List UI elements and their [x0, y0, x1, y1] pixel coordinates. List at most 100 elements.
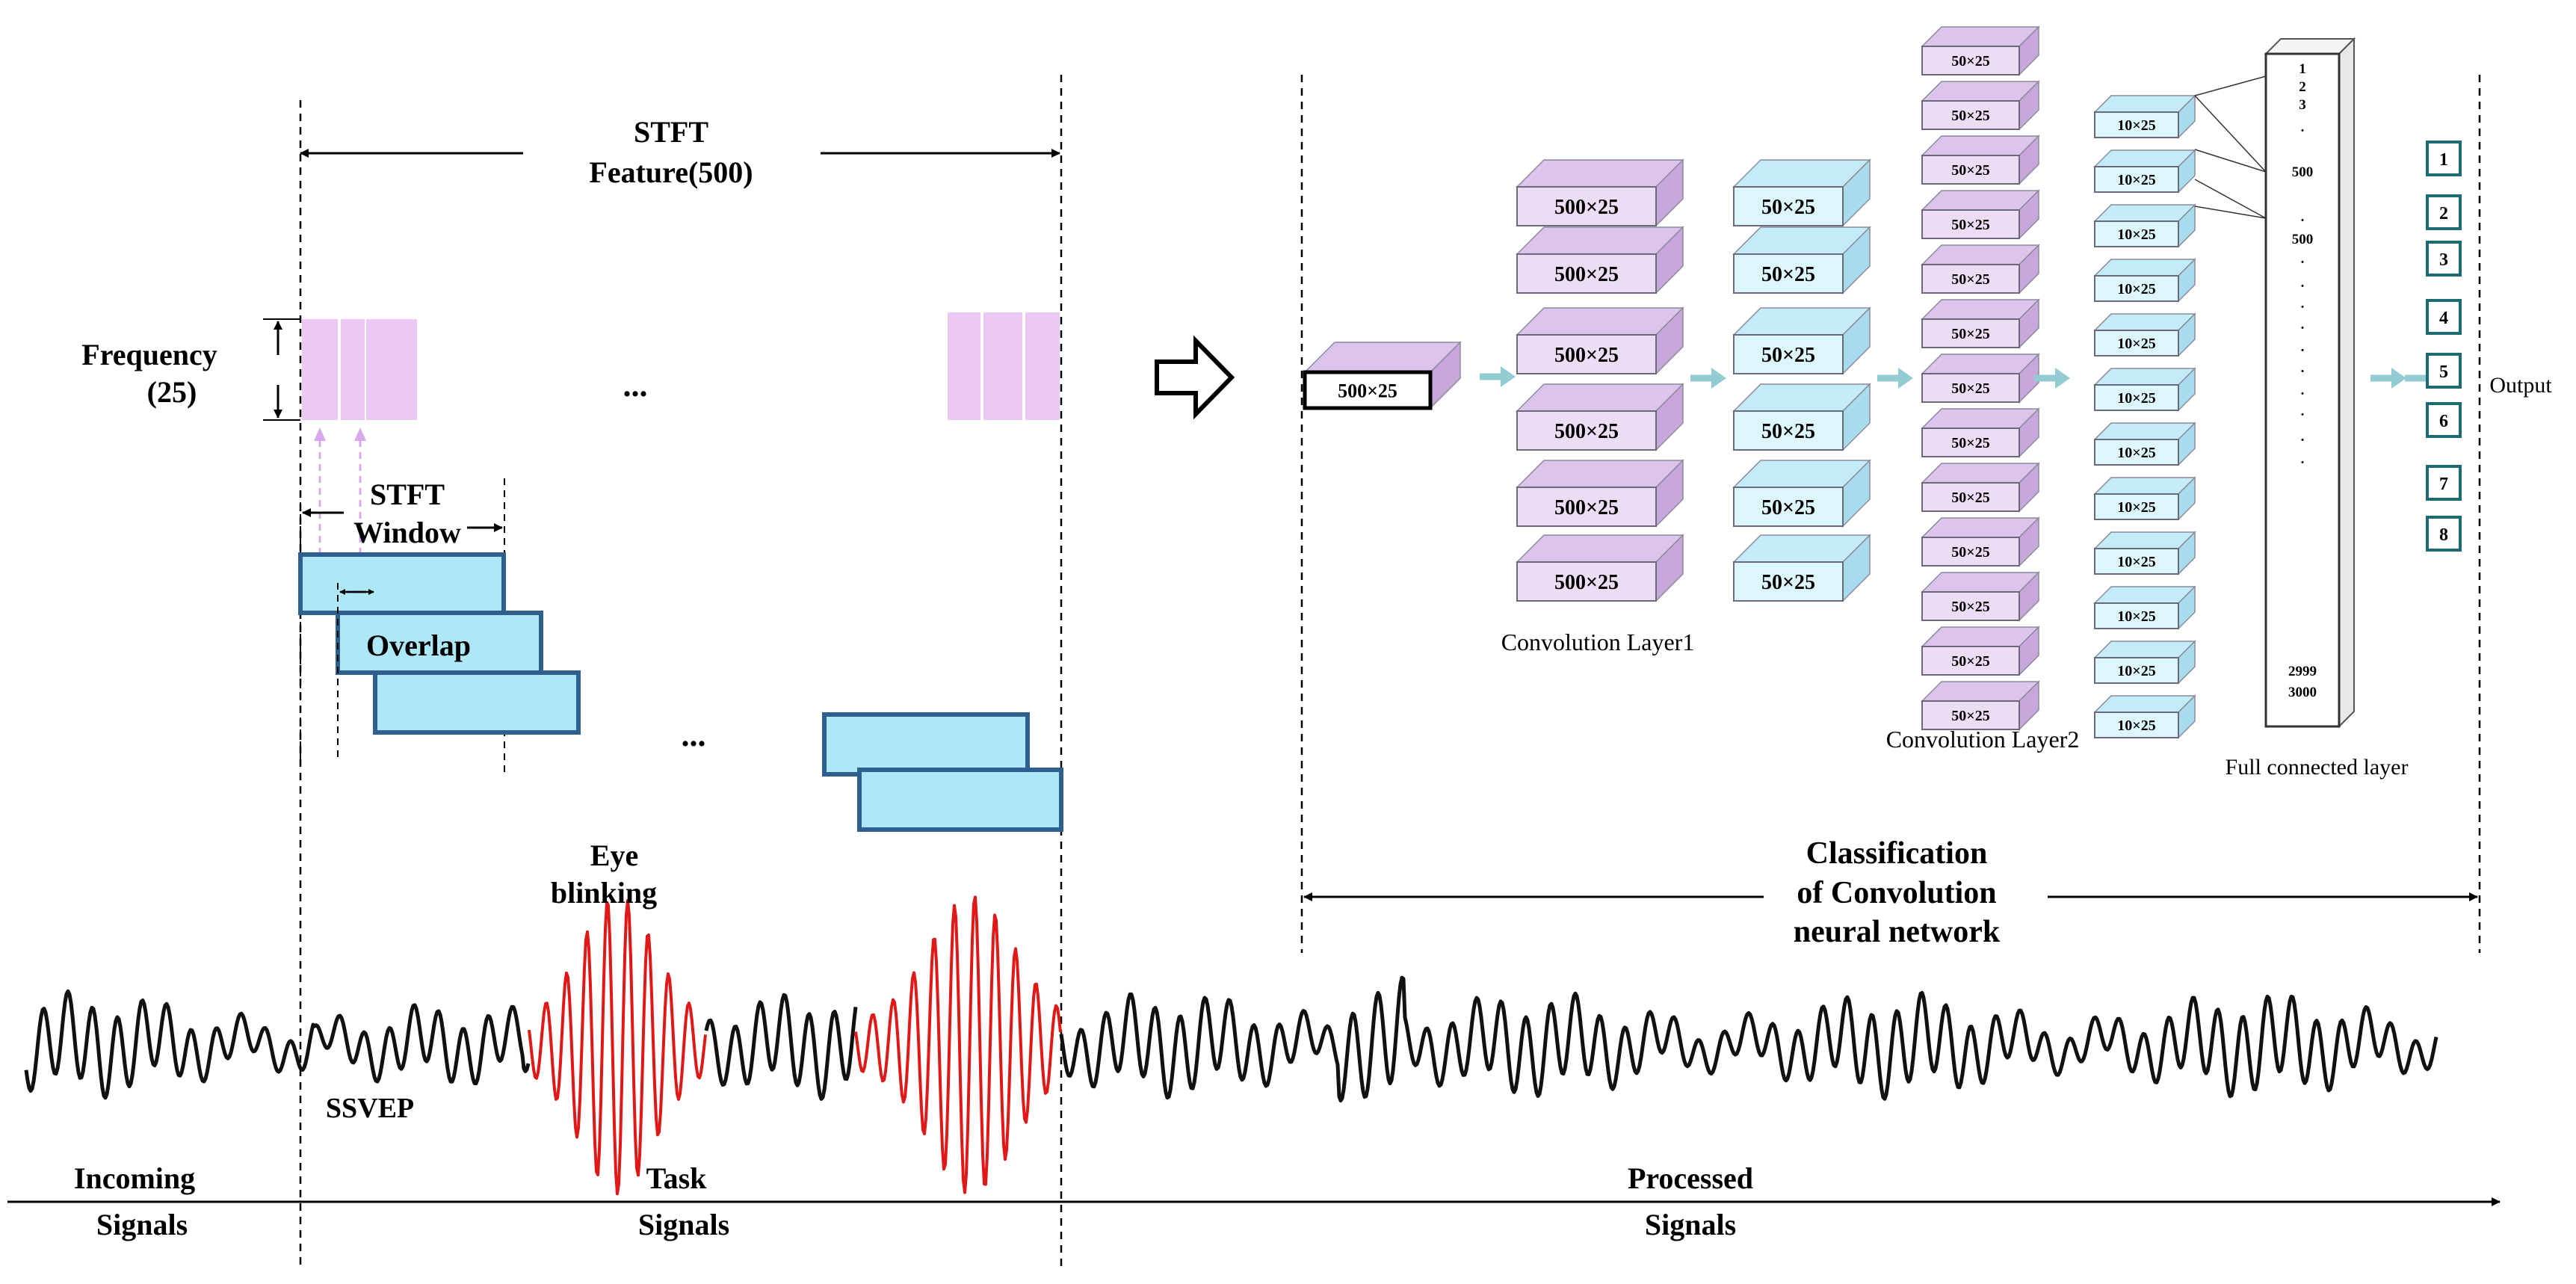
arrow-input-to-conv1 [1480, 366, 1516, 387]
pool1-block: 50×25 [1732, 459, 1871, 528]
pool2-block: 10×25 [2093, 422, 2196, 466]
window-box-4 [822, 712, 1030, 777]
block-label: 500×25 [1554, 196, 1619, 219]
conv2-block: 50×25 [1921, 80, 2040, 131]
block-label: 50×25 [1761, 496, 1815, 519]
fc-entry: . [2301, 429, 2305, 445]
output-node: 7 [2426, 465, 2462, 501]
block-label: 500×25 [1554, 496, 1619, 519]
block-label: 50×25 [1951, 599, 1989, 615]
block-label: 50×25 [1761, 420, 1815, 443]
conv2-block: 50×25 [1921, 571, 2040, 622]
ellipsis-top: ... [623, 367, 648, 404]
pool1-block: 50×25 [1732, 306, 1871, 375]
pool2-block: 10×25 [2093, 640, 2196, 685]
fc-entry: . [2301, 317, 2305, 333]
output-node-label: 6 [2439, 412, 2448, 431]
pool2-block: 10×25 [2093, 694, 2196, 739]
window-box-3 [373, 670, 581, 735]
conv1-block: 500×25 [1516, 383, 1684, 451]
arrow-conv2-to-pool2 [2034, 368, 2070, 389]
ellipsis-mid: ... [682, 717, 706, 753]
output-node: 2 [2426, 194, 2462, 230]
incoming-label-1: Incoming [74, 1161, 195, 1195]
block-label: 50×25 [1951, 271, 1989, 288]
block-label: 50×25 [1951, 708, 1989, 724]
conv2-block: 50×25 [1921, 244, 2040, 294]
fc-entry: . [2301, 404, 2305, 419]
fc-entry: . [2301, 339, 2305, 355]
overlap-label: Overlap [366, 629, 471, 662]
cnn-architecture: 500×25500×25500×25500×25500×25500×25500×… [1303, 25, 2462, 739]
output-node: 5 [2426, 353, 2462, 389]
fc-entry: 3 [2299, 97, 2306, 113]
eye-blinking-label-2: blinking [551, 876, 657, 910]
conv2-block: 50×25 [1921, 353, 2040, 404]
conv-layer1-label: Convolution Layer1 [1501, 629, 1695, 655]
output-node: 8 [2426, 516, 2462, 552]
fc-entry: . [2301, 120, 2305, 135]
pool2-block: 10×25 [2093, 149, 2196, 194]
conv2-block: 50×25 [1921, 516, 2040, 567]
fc-entry: . [2301, 360, 2305, 376]
output-node-label: 2 [2439, 204, 2448, 223]
pool2-block: 10×25 [2093, 94, 2196, 139]
signal-trace-eye-blink-2 [854, 895, 1062, 1194]
processed-label-2: Signals [1645, 1208, 1736, 1241]
output-node: 3 [2426, 241, 2462, 277]
block-label: 10×25 [2117, 554, 2155, 570]
fc-entry: 1 [2299, 61, 2306, 77]
classification-label-2: of Convolution [1797, 876, 1996, 910]
block-label: 50×25 [1761, 263, 1815, 286]
pool2-block: 10×25 [2093, 531, 2196, 575]
block-label: 50×25 [1951, 53, 1989, 70]
stft-window-label-2: Window [353, 516, 461, 549]
eeg-signal [24, 895, 2438, 1196]
stft-feature-label-1: STFT [634, 115, 708, 149]
block-label: 500×25 [1338, 380, 1397, 401]
conv1-block: 500×25 [1516, 226, 1684, 294]
pool1-block: 50×25 [1732, 534, 1871, 602]
spectrogram-columns-right [948, 312, 1060, 420]
pool2-block: 10×25 [2093, 585, 2196, 630]
conv2-block: 50×25 [1921, 462, 2040, 513]
fc-entry: 2999 [2288, 664, 2317, 679]
block-label: 10×25 [2117, 390, 2155, 407]
output-node-label: 4 [2439, 309, 2448, 328]
block-label: 10×25 [2117, 336, 2155, 352]
signal-trace-eye-blink-1 [528, 898, 707, 1196]
fc-entry: 3000 [2288, 685, 2317, 700]
block-label: 500×25 [1554, 571, 1619, 594]
conv2-block: 50×25 [1921, 25, 2040, 76]
block-label: 50×25 [1951, 108, 1989, 124]
pool1-block: 50×25 [1732, 383, 1871, 451]
block-label: 50×25 [1761, 571, 1815, 594]
output-node: 4 [2426, 299, 2462, 335]
task-label-1: Task [646, 1161, 708, 1195]
fc-entry: 500 [2292, 232, 2314, 247]
block-label: 50×25 [1951, 380, 1989, 397]
output-node-label: 5 [2439, 362, 2448, 382]
fc-connections [2194, 75, 2267, 219]
block-label: 50×25 [1951, 217, 1989, 233]
conv1-block: 500×25 [1516, 158, 1684, 227]
fc-entry: . [2301, 209, 2305, 225]
block-label: 50×25 [1951, 544, 1989, 561]
output-node-label: 8 [2439, 525, 2448, 545]
classification-label-3: neural network [1794, 915, 2001, 949]
fc-entry: . [2301, 383, 2305, 398]
conv1-block: 500×25 [1516, 534, 1684, 602]
eye-blinking-label-1: Eye [590, 839, 638, 872]
frequency-label-2: (25) [147, 375, 197, 409]
task-label-2: Signals [638, 1208, 729, 1241]
arrow-pool1-to-conv2 [1877, 368, 1913, 389]
block-label: 10×25 [2117, 717, 2155, 734]
stft-feature-label-2: Feature(500) [589, 155, 753, 189]
output-label: Output [2489, 373, 2552, 398]
conv2-block: 50×25 [1921, 680, 2040, 731]
pool2-block: 10×25 [2093, 367, 2196, 412]
block-label: 10×25 [2117, 499, 2155, 516]
